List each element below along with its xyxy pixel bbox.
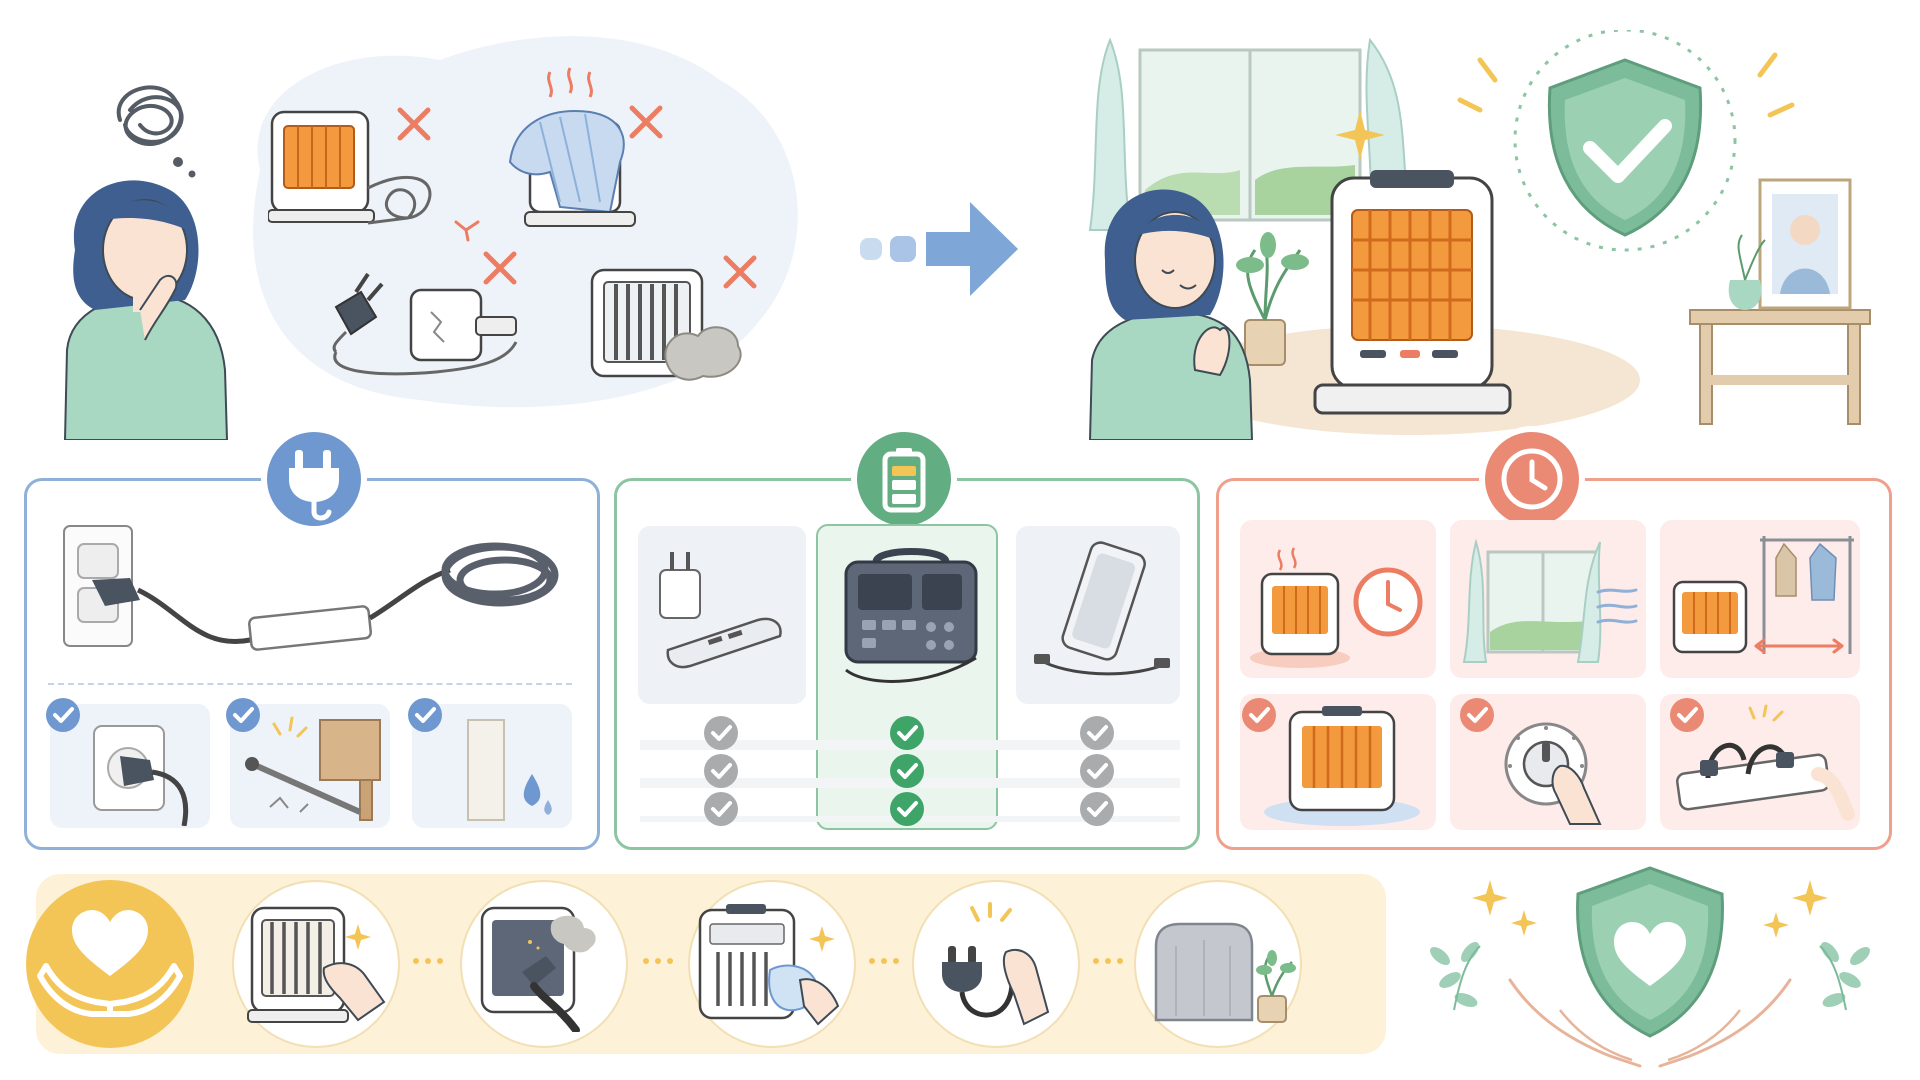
x-mark-icon — [629, 105, 663, 139]
check-icon — [408, 698, 442, 732]
heart-hands-icon — [37, 910, 183, 1017]
heater-clearance-illustration — [1672, 536, 1854, 654]
check-red-icon — [1242, 698, 1276, 732]
vacuum-dust-illustration — [480, 906, 596, 1032]
plug-badge — [261, 426, 367, 532]
power-bank-illustration — [1034, 541, 1170, 676]
heater-on-stable-surface-illustration — [1264, 706, 1420, 826]
clock-badge — [1479, 426, 1585, 532]
right-arrow-icon — [860, 202, 1018, 296]
away-from-water-illustration — [467, 719, 552, 821]
hazard-tangled-cord-heater — [268, 110, 432, 225]
worried-person — [63, 180, 229, 440]
check-plug-illustration — [942, 902, 1050, 1026]
wipe-body-illustration — [698, 904, 840, 1026]
step-dots — [1093, 958, 1123, 964]
check-red-icon — [1670, 698, 1704, 732]
wall-outlet-extension-cord — [63, 525, 559, 651]
power-strip-illustration — [1676, 704, 1855, 821]
check-gray-icon — [1080, 792, 1114, 826]
x-mark-icon — [723, 255, 757, 289]
turning-dial-illustration — [1504, 722, 1602, 825]
portable-power-station-illustration — [844, 548, 978, 683]
check-gray-icon — [704, 716, 738, 750]
check-icon — [226, 698, 260, 732]
hazard-covered-heater — [508, 67, 636, 227]
safe-room-scene — [1088, 30, 1871, 440]
heart-shield-icon — [1430, 866, 1870, 1068]
check-green-icon — [890, 792, 924, 826]
adapter-power-bank-illustration — [659, 552, 782, 669]
covered-storage-illustration — [1154, 922, 1296, 1023]
step-dots — [413, 958, 443, 964]
x-mark-icon — [397, 107, 431, 141]
panel-divider — [48, 683, 572, 685]
open-window-ventilation-illustration — [1462, 538, 1638, 663]
check-red-icon — [1460, 698, 1494, 732]
check-gray-icon — [1080, 754, 1114, 788]
spark-icon — [454, 220, 480, 242]
battery-badge — [851, 426, 957, 532]
check-green-icon — [890, 716, 924, 750]
hazard-dusty-heater — [590, 268, 742, 381]
step-dots — [643, 958, 673, 964]
plug-icon — [289, 450, 339, 521]
heart-hands-badge — [26, 880, 194, 1048]
x-mark-icon — [483, 251, 517, 285]
check-gray-icon — [704, 754, 738, 788]
heater-with-timer-illustration — [1250, 547, 1423, 668]
check-gray-icon — [704, 792, 738, 826]
clock-icon — [1501, 448, 1563, 510]
scribble-thought-icon — [116, 85, 196, 178]
hazard-damaged-plug-adapter — [332, 272, 518, 376]
cord-under-furniture-illustration — [245, 716, 381, 821]
battery-icon — [882, 448, 926, 513]
step-dots — [869, 958, 899, 964]
outlet-plug-illustration — [93, 725, 189, 826]
check-green-icon — [890, 754, 924, 788]
check-gray-icon — [1080, 716, 1114, 750]
clean-grille-illustration — [247, 906, 386, 1023]
step-check-plug — [912, 880, 1080, 1048]
check-icon — [46, 698, 80, 732]
